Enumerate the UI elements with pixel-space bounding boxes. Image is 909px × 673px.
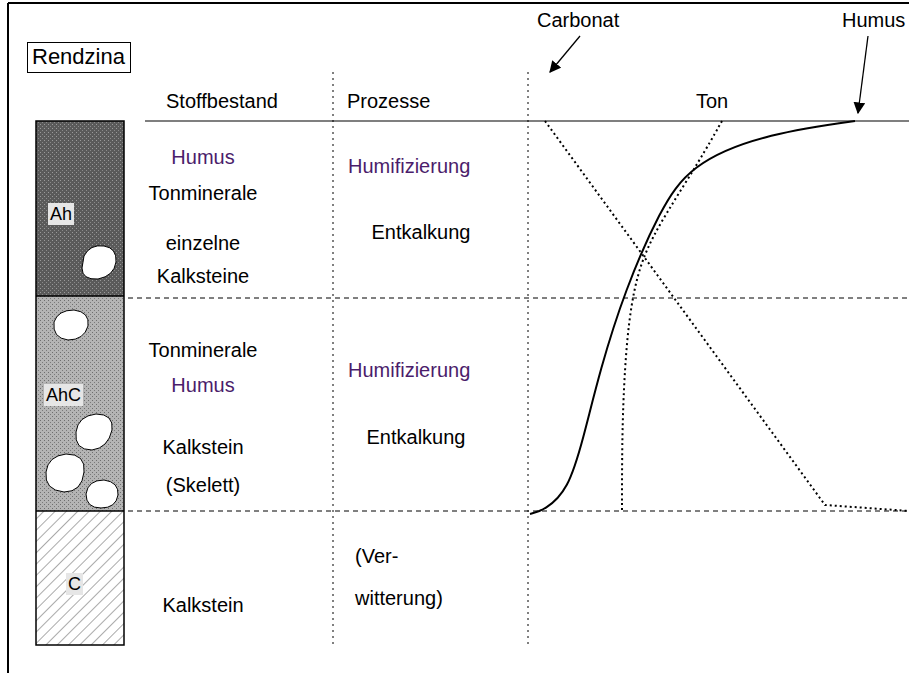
limestone-stone bbox=[86, 480, 118, 508]
carbonate-curve bbox=[545, 121, 909, 511]
text-label: Humifizierung bbox=[348, 358, 523, 382]
horizon-label: AhC bbox=[44, 384, 83, 406]
clay-curve bbox=[622, 121, 722, 511]
profile-outline bbox=[36, 121, 124, 645]
text-label: Kalkstein (Skelett) bbox=[143, 428, 263, 504]
text-label: (Ver- witterung) bbox=[355, 535, 467, 619]
text-label: Humus bbox=[123, 145, 283, 169]
text-label: Humifizierung bbox=[348, 154, 523, 178]
header-line bbox=[145, 120, 909, 121]
horizon-boundary bbox=[128, 298, 909, 299]
horizon-label: C bbox=[66, 573, 83, 595]
leader-arrow bbox=[550, 36, 580, 72]
frame-line bbox=[7, 3, 9, 673]
column-divider bbox=[333, 72, 334, 648]
text-label: Prozesse bbox=[347, 89, 517, 113]
humus-curve bbox=[530, 121, 855, 514]
horizon-box: Ah bbox=[36, 121, 124, 296]
text-label: Humus bbox=[842, 8, 908, 32]
text-label: Tonminerale bbox=[123, 338, 283, 362]
horizon-border bbox=[36, 295, 124, 297]
text-label: Entkalkung bbox=[341, 220, 501, 244]
horizon-fill bbox=[36, 296, 124, 511]
horizon-boundary bbox=[128, 511, 909, 512]
limestone-stone bbox=[82, 246, 116, 279]
column-divider bbox=[528, 72, 529, 648]
text-label: einzelne Kalksteine bbox=[133, 227, 273, 293]
horizon-border bbox=[36, 510, 124, 512]
text-label: Entkalkung bbox=[336, 425, 496, 449]
text-label: Tonminerale bbox=[123, 181, 283, 205]
text-label: Ton bbox=[696, 89, 756, 113]
horizon-fill bbox=[36, 511, 124, 645]
title-box: Rendzina bbox=[27, 42, 131, 73]
horizon-box: AhC bbox=[36, 296, 124, 511]
limestone-stone bbox=[54, 310, 88, 340]
horizon-label: Ah bbox=[48, 203, 74, 225]
frame-line bbox=[8, 2, 909, 4]
limestone-stone bbox=[46, 454, 84, 492]
text-label: Humus bbox=[123, 373, 283, 397]
limestone-stone bbox=[76, 414, 112, 450]
horizon-fill bbox=[36, 121, 124, 296]
text-label: Kalkstein bbox=[123, 593, 283, 617]
diagram-title: Rendzina bbox=[32, 44, 125, 69]
text-label: Stoffbestand bbox=[132, 89, 312, 113]
leader-arrow bbox=[858, 36, 868, 113]
horizon-box: C bbox=[36, 511, 124, 645]
text-label: Carbonat bbox=[537, 8, 667, 32]
